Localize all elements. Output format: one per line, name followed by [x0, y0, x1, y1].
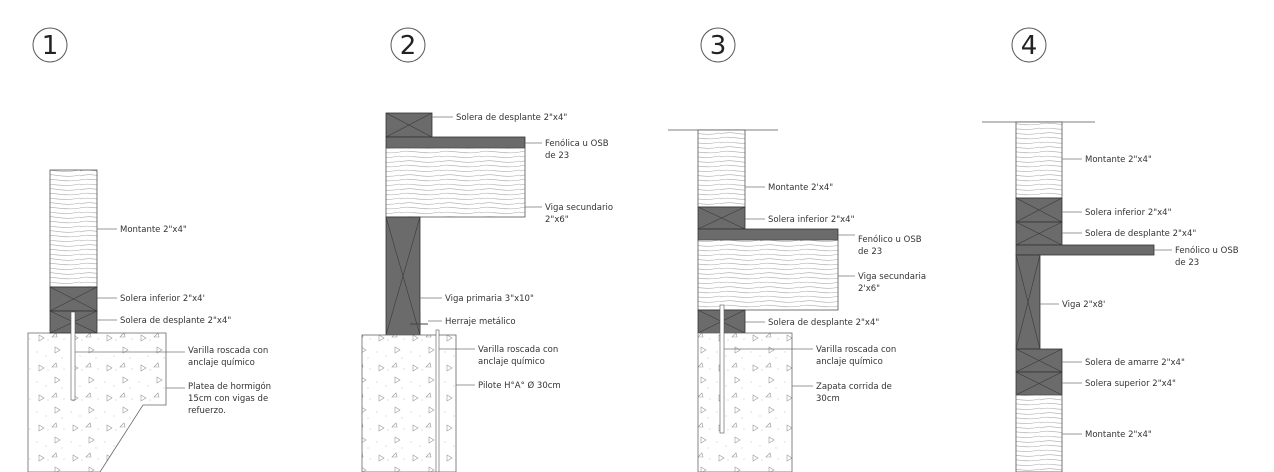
label: refuerzo.: [188, 406, 226, 416]
detail-2: 2 Solera de desplante 2"x4" Fenólica u O…: [361, 27, 613, 472]
label: Montante 2"x4": [1085, 430, 1152, 440]
label: Fenólico u OSB: [858, 234, 922, 245]
threaded-rod: [719, 304, 725, 434]
label: Zapata corrida de: [816, 382, 892, 392]
label: de 23: [858, 247, 882, 257]
label: Solera inferior 2"x4": [768, 215, 855, 225]
stud-montante-bottom: [1015, 394, 1063, 472]
label: Varilla roscada con: [188, 346, 268, 356]
detail-number: 1: [42, 31, 59, 61]
label: Solera de desplante 2"x4": [1085, 229, 1196, 239]
label: 15cm con vigas de: [188, 394, 268, 404]
label: Fenólico u OSB: [1175, 245, 1239, 256]
label: Solera de amarre 2"x4": [1085, 358, 1185, 368]
detail-number-circle: [32, 27, 68, 63]
concrete-slab: [27, 332, 167, 472]
threaded-rod: [435, 329, 440, 472]
detail-4: 4 Montante 2"x4" Solera inferior 2"x4" S…: [982, 27, 1239, 472]
concrete-pile: [361, 334, 457, 472]
label: Viga 2"x8': [1062, 300, 1105, 310]
label: Platea de hormigón: [188, 381, 271, 392]
label: Varilla roscada con: [478, 345, 558, 355]
threaded-rod: [70, 311, 76, 401]
detail-number: 2: [400, 31, 417, 61]
label: 30cm: [816, 394, 840, 404]
detail-number: 3: [710, 31, 727, 61]
secondary-beam: [697, 239, 839, 311]
label: Montante 2"x4": [1085, 155, 1152, 165]
osb-board: [697, 228, 839, 241]
secondary-beam: [385, 147, 526, 218]
osb-board: [1015, 244, 1155, 256]
metal-bracket: [410, 313, 428, 332]
label: de 23: [1175, 258, 1199, 268]
label: Solera superior 2"x4": [1085, 379, 1176, 389]
label: Fenólica u OSB: [545, 138, 609, 149]
label: anclaje químico: [188, 358, 255, 368]
stud-montante-top: [1015, 121, 1063, 199]
label: Solera de desplante 2"x4": [120, 316, 231, 326]
detail-number: 4: [1021, 31, 1038, 61]
stud-montante: [49, 169, 98, 288]
label: Varilla roscada con: [816, 345, 896, 355]
detail-3: 3 Montante 2'x4" Solera inferior 2"x4" F…: [668, 27, 926, 472]
label: de 23: [545, 151, 569, 161]
label: Viga secundario: [545, 203, 613, 213]
label: anclaje químico: [816, 357, 883, 367]
label: Montante 2"x4": [120, 225, 187, 235]
label: Montante 2'x4": [768, 183, 833, 193]
stud-montante: [697, 129, 746, 208]
label: Solera inferior 2"x4": [1085, 208, 1172, 218]
label: Solera inferior 2"x4': [120, 294, 205, 304]
label: anclaje químico: [478, 357, 545, 367]
osb-board: [385, 136, 526, 149]
label: 2"x6": [545, 215, 569, 225]
label: Viga secundaria: [858, 272, 926, 282]
label: Herraje metálico: [445, 317, 516, 327]
label: Solera de desplante 2"x4": [456, 113, 567, 123]
detail-1: 1 Montante 2"x4" Solera inferior 2"x4' S…: [27, 27, 271, 472]
strip-footing: [697, 332, 793, 472]
label: Pilote H°A° Ø 30cm: [478, 380, 561, 391]
label: Solera de desplante 2"x4": [768, 318, 879, 328]
label: 2'x6": [858, 284, 880, 294]
label: Viga primaria 3"x10": [445, 294, 534, 304]
